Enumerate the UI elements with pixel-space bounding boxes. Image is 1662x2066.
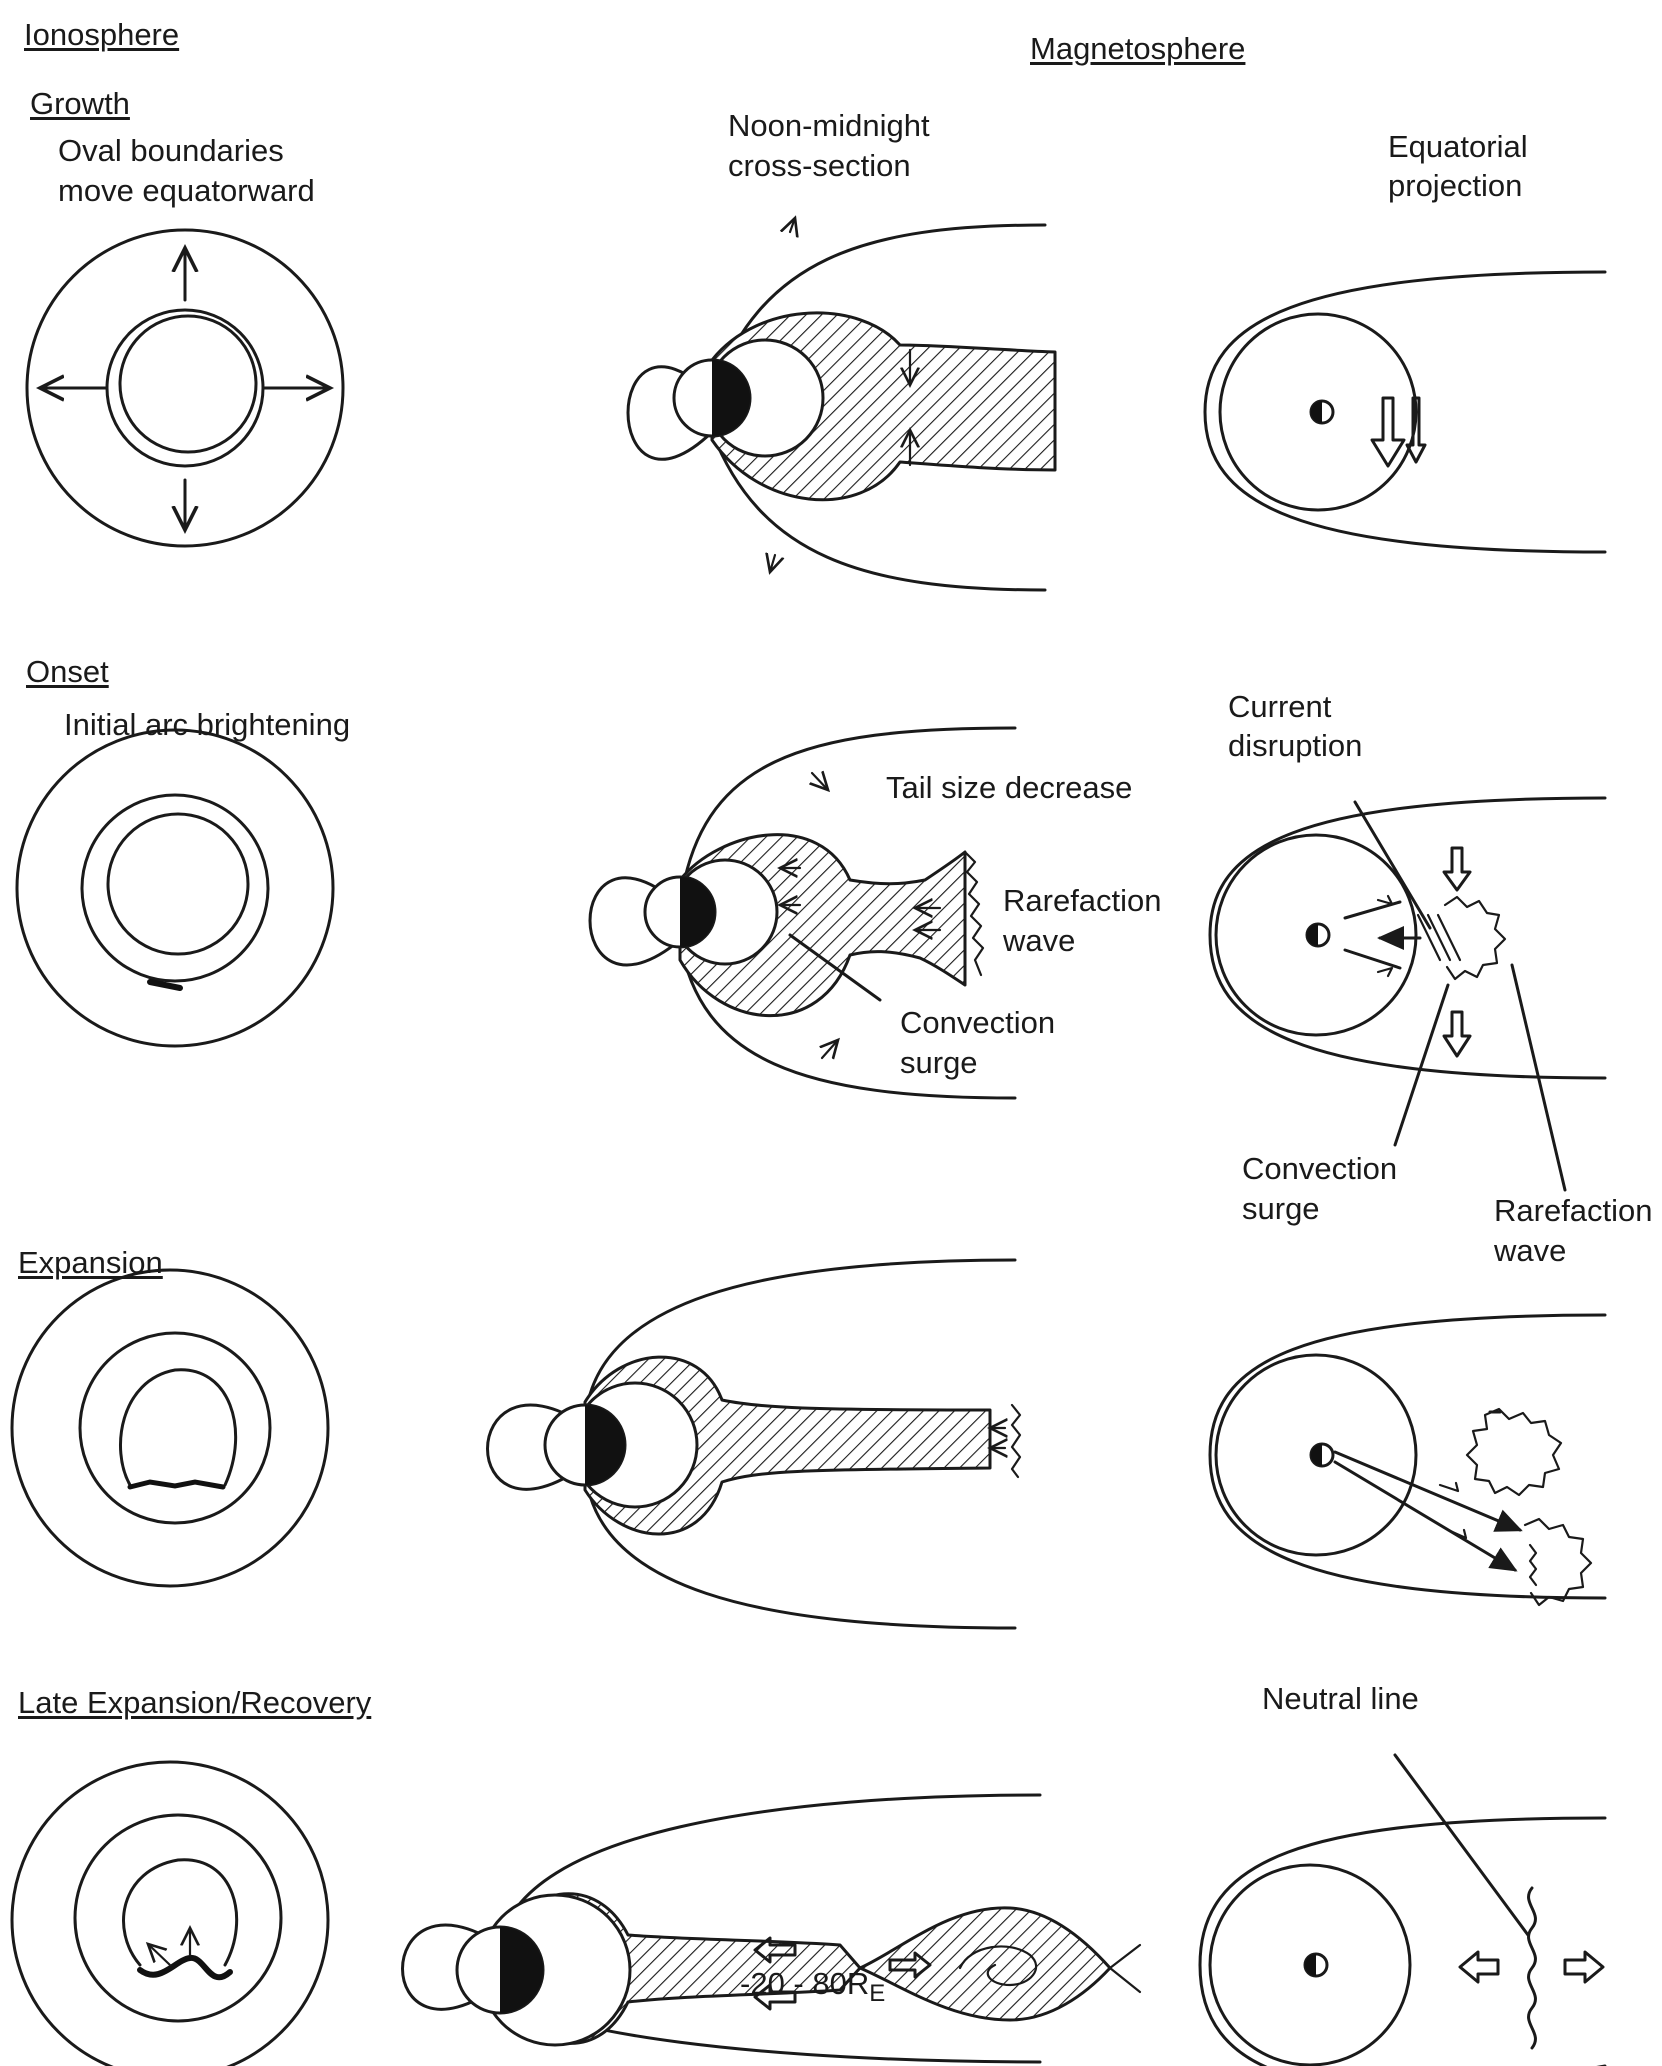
noon-midnight-label-line1: Noon-midnight xyxy=(728,107,930,144)
onset-tail-size-label: Tail size decrease xyxy=(886,769,1132,806)
late-equatorial-projection xyxy=(1200,1755,1605,2066)
expansion-ionosphere-oval xyxy=(12,1270,328,1586)
onset-rarefaction-line1: Rarefaction xyxy=(1003,882,1162,919)
late-distance-value: -20 - 80R xyxy=(740,1966,869,2001)
expansion-equatorial-projection xyxy=(1210,1315,1605,1605)
noon-midnight-label-line2: cross-section xyxy=(728,147,911,184)
equatorial-label-line2: projection xyxy=(1388,167,1522,204)
onset-eq-convection-line2: surge xyxy=(1242,1190,1320,1227)
onset-ionosphere-oval xyxy=(17,730,333,1046)
late-distance-subscript: E xyxy=(869,1980,885,2007)
growth-desc-line2: move equatorward xyxy=(58,172,315,209)
late-ionosphere-oval xyxy=(12,1762,328,2066)
growth-noon-midnight-section xyxy=(628,218,1055,590)
onset-rarefaction-line2: wave xyxy=(1003,922,1075,959)
onset-current-line2: disruption xyxy=(1228,727,1362,764)
late-noon-midnight-section xyxy=(403,1795,1141,2062)
late-title: Late Expansion/Recovery xyxy=(18,1684,371,1721)
expansion-noon-midnight-section xyxy=(488,1260,1021,1628)
onset-desc: Initial arc brightening xyxy=(64,706,350,743)
onset-equatorial-projection xyxy=(1210,798,1605,1190)
late-distance-label: -20 - 80RE xyxy=(740,1965,885,2012)
onset-eq-rarefaction-line1: Rarefaction xyxy=(1494,1192,1653,1229)
onset-convection-line2: surge xyxy=(900,1044,978,1081)
growth-desc-line1: Oval boundaries xyxy=(58,132,284,169)
onset-current-line1: Current xyxy=(1228,688,1331,725)
magnetosphere-header: Magnetosphere xyxy=(1030,30,1245,67)
onset-convection-line1: Convection xyxy=(900,1004,1055,1041)
onset-eq-rarefaction-line2: wave xyxy=(1494,1232,1566,1269)
growth-equatorial-projection xyxy=(1205,272,1605,552)
expansion-title: Expansion xyxy=(18,1244,163,1281)
onset-eq-convection-line1: Convection xyxy=(1242,1150,1397,1187)
equatorial-label-line1: Equatorial xyxy=(1388,128,1528,165)
late-neutral-line-label: Neutral line xyxy=(1262,1680,1419,1717)
growth-ionosphere-oval xyxy=(27,230,343,546)
onset-title: Onset xyxy=(26,653,109,690)
growth-title: Growth xyxy=(30,85,130,122)
ionosphere-header: Ionosphere xyxy=(24,16,179,53)
